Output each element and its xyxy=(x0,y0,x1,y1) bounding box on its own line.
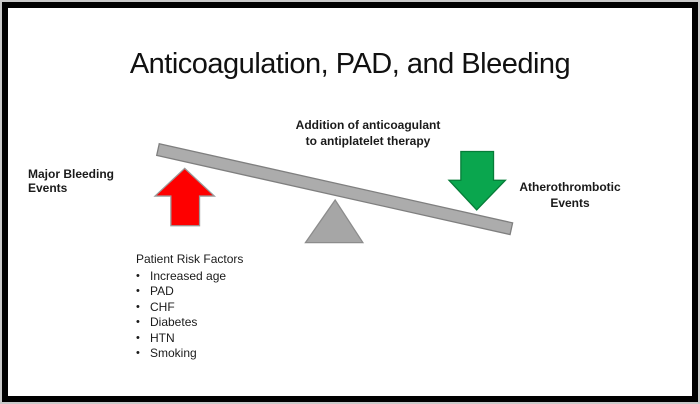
beam-annotation-line2: to antiplatelet therapy xyxy=(305,134,431,148)
list-item: • PAD xyxy=(136,284,243,300)
risk-factor-text: Smoking xyxy=(150,346,197,360)
list-item: • Diabetes xyxy=(136,315,243,331)
fulcrum-triangle xyxy=(304,198,365,244)
bullet-icon: • xyxy=(136,269,140,282)
list-item: • Increased age xyxy=(136,269,243,285)
risk-factor-text: Diabetes xyxy=(150,315,198,329)
beam-annotation-line1: Addition of anticoagulant xyxy=(295,118,441,132)
bullet-icon: • xyxy=(136,347,140,359)
list-item: • Smoking xyxy=(136,346,243,362)
bullet-icon: • xyxy=(136,285,140,297)
bullet-icon: • xyxy=(136,300,140,313)
list-item: • CHF xyxy=(136,300,243,316)
risk-factor-text: HTN xyxy=(150,330,175,345)
risk-factor-text: Increased age xyxy=(150,268,227,283)
risk-factor-text: PAD xyxy=(150,284,174,298)
risk-factors-list: Patient Risk Factors • Increased age • P… xyxy=(136,252,243,362)
bullet-icon: • xyxy=(136,331,140,344)
page-title: Anticoagulation, PAD, and Bleeding xyxy=(129,48,571,80)
seesaw-beam xyxy=(155,142,514,236)
atherothrombotic-label-line1: Atherothrombotic xyxy=(519,180,621,194)
bullet-icon: • xyxy=(136,316,140,328)
list-item: • HTN xyxy=(136,331,243,347)
atherothrombotic-down-arrow-icon xyxy=(447,150,507,211)
bleeding-up-arrow-icon xyxy=(153,167,217,227)
atherothrombotic-label-line2: Events xyxy=(550,196,590,210)
major-bleeding-events-label: Major Bleeding Events xyxy=(28,167,115,195)
atherothrombotic-events-label: Atherothrombotic Events xyxy=(510,179,630,211)
risk-factors-heading: Patient Risk Factors xyxy=(136,252,244,266)
risk-factor-text: CHF xyxy=(150,299,175,314)
beam-annotation: Addition of anticoagulant to antiplatele… xyxy=(238,117,498,149)
